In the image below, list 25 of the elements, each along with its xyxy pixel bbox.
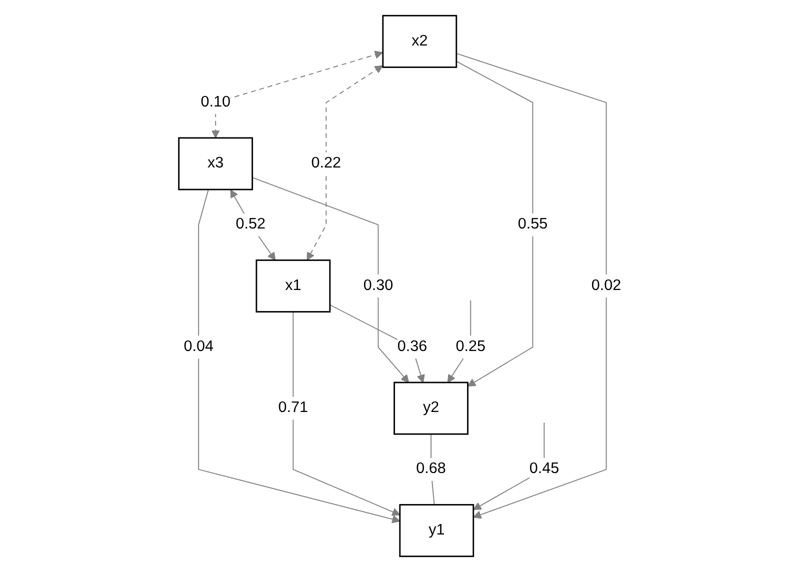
edge-label: 0.68 [416,460,446,478]
arrow [211,50,383,138]
arrow [292,311,400,516]
arrow [456,60,534,387]
edge-label: 0.45 [529,460,560,478]
edge-label: 0.10 [200,94,230,110]
edge-label: 0.71 [278,400,308,416]
arrow [230,189,276,261]
edge-label: 0.30 [363,277,394,294]
edge-label: 0.04 [184,338,214,355]
arrow [198,189,400,524]
edge-label: 0.25 [456,338,486,355]
edge-label: 0.36 [397,338,428,355]
node-box: x1 [256,259,331,313]
edge-label: 0.22 [311,155,342,172]
node-box: x2 [382,14,458,68]
node-box: y1 [399,504,474,558]
edge-label: 0.02 [591,277,622,294]
node-box: x3 [178,137,254,190]
edge-label: 0.52 [236,216,266,232]
arrow [252,177,410,383]
arrow [456,53,607,519]
edge-label: 0.55 [518,216,548,232]
node-box: y2 [394,382,468,435]
arrow [306,65,383,261]
